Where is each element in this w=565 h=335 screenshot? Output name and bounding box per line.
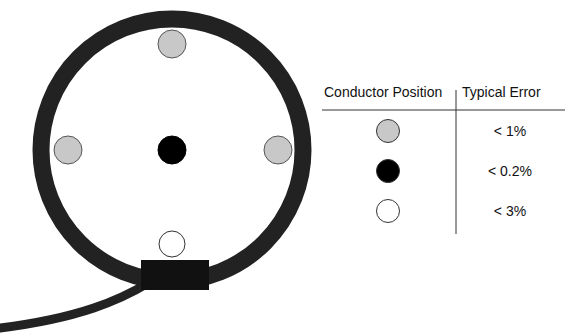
legend-swatch: [376, 199, 400, 223]
conductor-position: [158, 136, 186, 164]
conductor-position: [158, 30, 186, 58]
conductor-position: [54, 136, 82, 164]
conductor-position: [159, 231, 185, 257]
table-header: Typical Error: [462, 84, 541, 101]
legend-swatch: [376, 119, 400, 143]
table-header: Conductor Position: [324, 84, 442, 101]
error-value: < 3%: [494, 203, 526, 220]
sensor-housing: [141, 260, 209, 290]
error-value: < 0.2%: [488, 163, 532, 180]
sensor-cable: [0, 282, 150, 328]
legend-swatch: [376, 159, 400, 183]
error-value: < 1%: [494, 123, 526, 140]
table-rule: [322, 110, 565, 111]
sensor-coil: [41, 19, 303, 281]
conductor-position: [264, 136, 292, 164]
table-rule: [456, 90, 457, 234]
